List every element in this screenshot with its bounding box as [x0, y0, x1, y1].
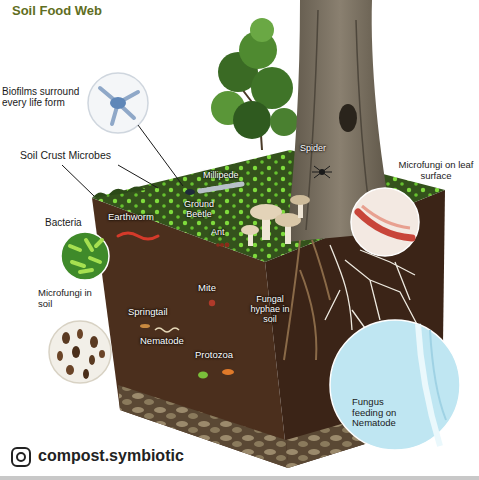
biofilm-label: Biofilms surround every life form	[2, 86, 82, 108]
tree-hole	[339, 104, 357, 132]
bacteria-label: Bacteria	[45, 217, 82, 228]
biofilm-inset	[88, 73, 148, 133]
grass-tuft	[92, 186, 146, 198]
ant	[216, 243, 229, 248]
bush	[211, 18, 298, 150]
nematode	[155, 328, 179, 332]
protozoa	[222, 369, 234, 375]
springtail	[140, 324, 150, 328]
spider-label: Spider	[300, 143, 326, 153]
fungus-nematode-inset	[330, 320, 460, 450]
bottom-bar	[0, 476, 479, 480]
diagram-title: Soil Food Web	[12, 4, 102, 19]
roots	[284, 240, 330, 360]
microfungi-soil-inset	[49, 321, 111, 383]
microfungi-leaf-inset	[351, 188, 419, 256]
leaf-fungi-label: Microfungi on leaf surface	[396, 160, 476, 181]
springtail-label: Springtail	[128, 307, 168, 318]
beetle-label: Ground Beetle	[176, 199, 222, 219]
millipede	[200, 184, 242, 191]
protozoa-label: Protozoa	[195, 350, 233, 361]
earthworm	[118, 233, 158, 239]
nematode-label: Nematode	[140, 336, 184, 347]
leader-line	[138, 125, 183, 186]
protozoa	[198, 372, 208, 379]
fungus-label: Fungus feeding on Nematode	[352, 397, 408, 429]
bacteria-inset	[61, 232, 109, 280]
account-handle: compost.symbiotic	[38, 447, 184, 465]
hyphae-label: Fungal hyphae in soil	[248, 294, 292, 324]
spider	[312, 166, 332, 178]
mite	[209, 300, 215, 306]
mite-label: Mite	[198, 283, 216, 294]
ant-label: Ant	[211, 227, 225, 237]
moss-surface	[92, 150, 445, 262]
millipede-label: Millipede	[203, 170, 239, 180]
ground-beetle	[185, 189, 195, 195]
soil-fungi-label: Microfungi in soil	[38, 288, 102, 309]
mushrooms	[241, 195, 310, 246]
instagram-icon	[12, 448, 30, 466]
leader-line	[62, 165, 158, 196]
crust-label: Soil Crust Microbes	[20, 150, 111, 162]
earthworm-label: Earthworm	[108, 212, 154, 223]
